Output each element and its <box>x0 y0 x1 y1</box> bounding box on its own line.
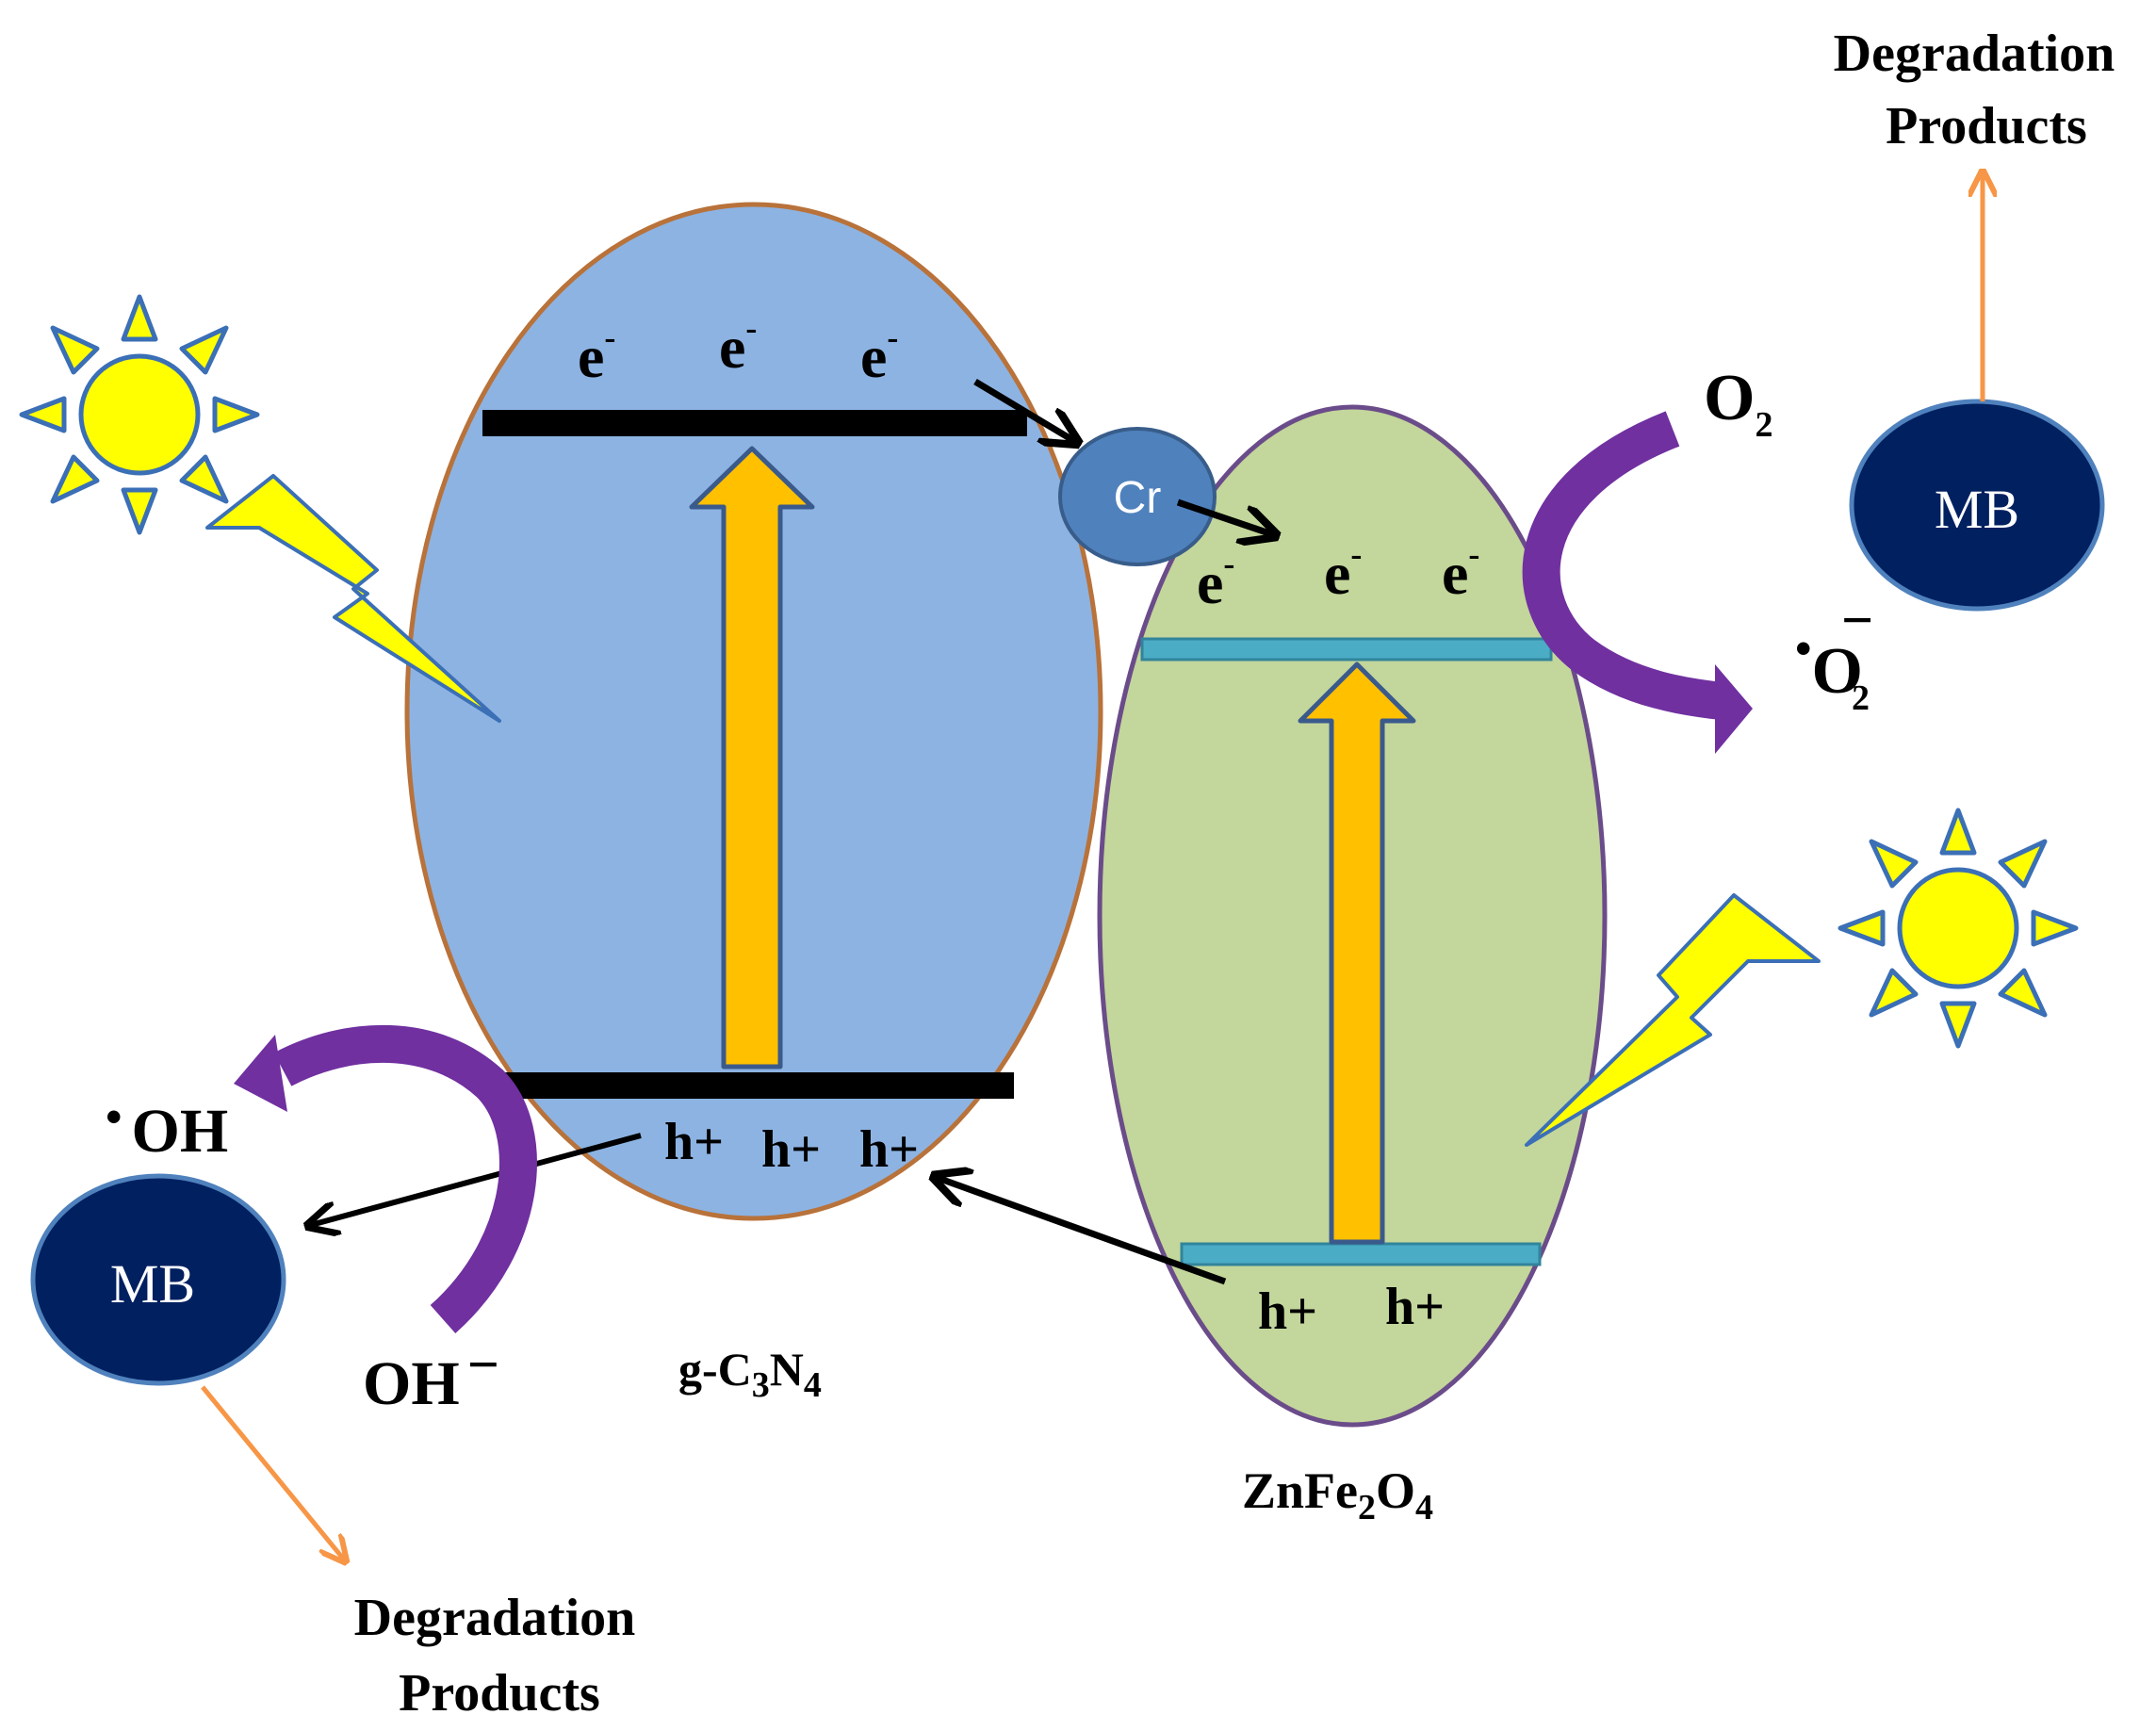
svg-text:e-: e- <box>860 318 898 390</box>
sun-icon <box>1840 810 2076 1046</box>
o2-label: O2 <box>1704 362 1772 445</box>
hydroxyl-radical-label: •OH <box>106 1090 228 1166</box>
svg-text:h+: h+ <box>1258 1282 1317 1341</box>
svg-text:e-: e- <box>1197 545 1234 616</box>
lightning-icon <box>1525 893 1821 1147</box>
degradation-products-left-line1: Degradation <box>354 1589 636 1647</box>
svg-text:h+: h+ <box>859 1120 919 1179</box>
mb-label-right: MB <box>1935 479 2019 540</box>
zf-excitation-arrow <box>1298 661 1416 1245</box>
cr-label: Cr <box>1114 473 1162 523</box>
svg-text:h+: h+ <box>1385 1278 1445 1336</box>
o2-reduction-curved-arrow <box>1522 411 1732 721</box>
mb-molecule-right <box>1849 399 2105 612</box>
svg-text:e-: e- <box>719 309 757 381</box>
gcn-conduction-band <box>482 410 1027 436</box>
zf-electrons: e- e- e- <box>1197 535 1479 616</box>
gcn-label: g-C3N4 <box>678 1343 822 1405</box>
mb-molecule-left <box>30 1173 286 1386</box>
hydroxide-label: OH− <box>363 1333 499 1418</box>
zf-holes: h+ h+ <box>1258 1278 1445 1341</box>
gcn-excitation-arrow <box>689 446 815 1070</box>
svg-text:e-: e- <box>1324 535 1362 607</box>
hole-oxidation-arrow <box>311 1133 642 1225</box>
degradation-products-left-line2: Products <box>399 1664 600 1723</box>
electron-transfer-arrow-1 <box>973 378 1074 441</box>
cr-dopant <box>1058 427 1217 566</box>
degradation-products-right-line1: Degradation <box>1834 24 2115 83</box>
oh-oxidation-curved-arrow <box>273 1024 537 1333</box>
degradation-arrow-left <box>201 1385 344 1560</box>
znfe2o4-label: ZnFe2O4 <box>1242 1462 1433 1527</box>
lightning-icon <box>205 474 501 723</box>
hole-transfer-arrow <box>938 1178 1227 1285</box>
zf-conduction-band <box>1140 637 1553 661</box>
gcn-holes: h+ h+ h+ <box>664 1113 919 1179</box>
electron-transfer-arrow-2 <box>1176 498 1272 534</box>
svg-text:e-: e- <box>1442 535 1479 607</box>
oh-oxidation-arrowhead <box>234 1035 287 1112</box>
svg-text:e-: e- <box>578 318 615 390</box>
gcn-valence-band <box>498 1072 1014 1099</box>
degradation-products-right-line2: Products <box>1886 97 2087 155</box>
superoxide-label: •O2− <box>1795 589 1873 718</box>
svg-text:h+: h+ <box>664 1113 724 1171</box>
svg-text:h+: h+ <box>761 1120 821 1179</box>
gcn-electrons: e- e- e- <box>578 309 898 390</box>
mb-label-left: MB <box>110 1253 195 1315</box>
o2-reduction-arrowhead <box>1715 664 1753 754</box>
zf-valence-band <box>1180 1242 1542 1266</box>
sun-icon <box>22 297 257 532</box>
